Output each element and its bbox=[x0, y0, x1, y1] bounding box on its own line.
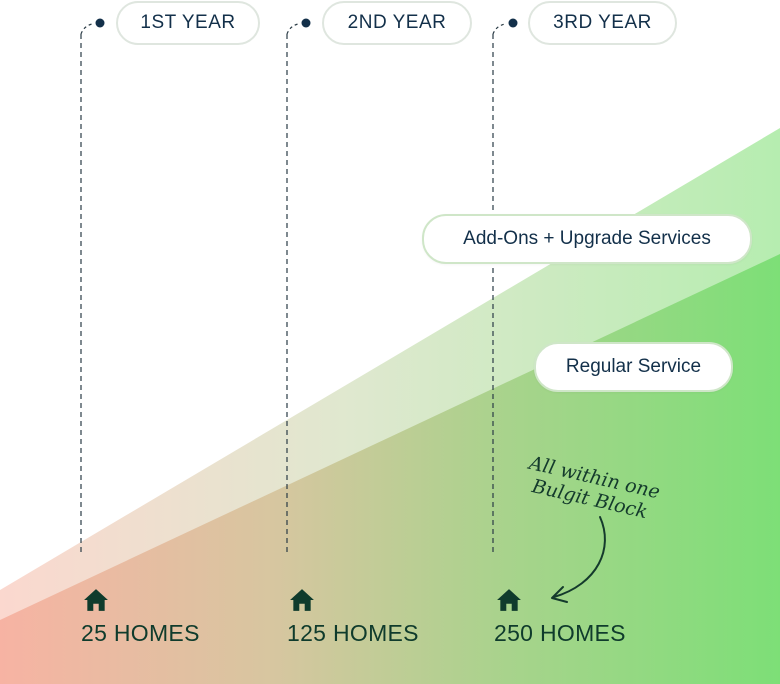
year-label: 3RD YEAR bbox=[553, 12, 652, 33]
year-label: 1ST YEAR bbox=[140, 12, 236, 33]
regular-service-label: Regular Service bbox=[565, 356, 702, 377]
curved-arrow-icon bbox=[553, 516, 606, 598]
year-pill-1: 1ST YEAR bbox=[116, 1, 260, 45]
homes-label-2: 125 HOMES bbox=[287, 620, 419, 646]
timeline-dot-icon bbox=[95, 18, 105, 28]
homes-label-3: 250 HOMES bbox=[494, 620, 626, 646]
year-label: 2ND YEAR bbox=[347, 12, 447, 33]
house-icon bbox=[290, 589, 314, 611]
addons-pill: Add-Ons + Upgrade Services bbox=[422, 214, 752, 264]
homes-label-1: 25 HOMES bbox=[81, 620, 200, 646]
arrowhead bbox=[551, 586, 568, 603]
timeline-hook-3 bbox=[492, 23, 506, 35]
year-pill-2: 2ND YEAR bbox=[322, 1, 472, 45]
year-pill-3: 3RD YEAR bbox=[528, 1, 677, 45]
timeline-markers bbox=[80, 18, 518, 552]
timeline-dot-icon bbox=[508, 18, 518, 28]
timeline-hook-2 bbox=[286, 23, 299, 35]
timeline-hook-1 bbox=[80, 23, 93, 35]
addons-label: Add-Ons + Upgrade Services bbox=[463, 228, 711, 249]
house-icon bbox=[497, 589, 521, 611]
house-icon bbox=[84, 589, 108, 611]
timeline-dot-icon bbox=[301, 18, 311, 28]
regular-service-pill: Regular Service bbox=[534, 342, 733, 392]
